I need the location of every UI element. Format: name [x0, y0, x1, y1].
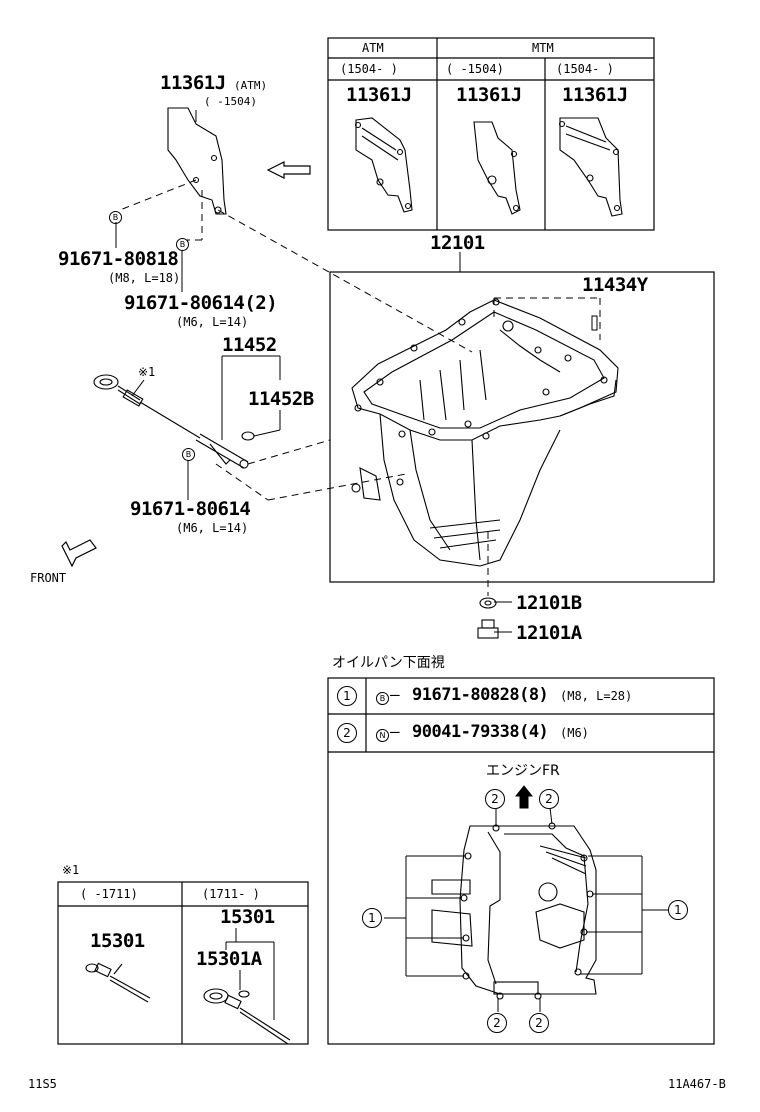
part-91671-80828[interactable]: 91671-80828(8) — [412, 685, 549, 705]
part-91671-80614-spec: (M6, L=14) — [176, 521, 249, 535]
part-11361j-note: (ATM) — [234, 79, 268, 92]
callout-1-left: 1 — [362, 908, 382, 928]
part-90041-79338[interactable]: 90041-79338(4) — [412, 722, 549, 742]
part-12101b[interactable]: 12101B — [516, 592, 582, 614]
part-91671-80614-2[interactable]: 91671-80614(2) — [124, 292, 278, 314]
bolt-b-mark-2: B — [176, 236, 189, 252]
table-col-mtm: MTM — [532, 41, 554, 55]
front-arrow-icon — [61, 539, 97, 568]
part-11361j[interactable]: 11361J — [160, 72, 226, 94]
part-11361j-mtm1[interactable]: 11361J — [456, 84, 522, 106]
front-label: FRONT — [30, 571, 67, 585]
bolt-b-mark-3: B — [182, 446, 195, 462]
part-15301-right[interactable]: 15301 — [220, 906, 275, 928]
oil-pan-12101-drawing — [351, 298, 619, 567]
callout-2-top-right: 2 — [539, 789, 559, 809]
callout-1-right: 1 — [668, 900, 688, 920]
row2-dash: — — [390, 722, 400, 741]
bottom-view-title: オイルパン下面視 — [332, 655, 445, 671]
bracket-mtm2-drawing — [558, 117, 623, 217]
callout-2-bottom-left: 2 — [487, 1013, 507, 1033]
part-91671-80614[interactable]: 91671-80614 — [130, 498, 251, 520]
bracket-atm-drawing — [354, 117, 413, 213]
reference-mark-1: ※1 — [138, 365, 156, 379]
atm-mtm-table — [327, 37, 655, 231]
part-11452[interactable]: 11452 — [222, 334, 277, 356]
footer-left-code: 11S5 — [28, 1077, 57, 1091]
dipstick-col-2: (1711- ) — [202, 887, 260, 901]
table-sub-atm: (1504- ) — [340, 62, 398, 76]
dipstick-15301-left-drawing — [85, 962, 151, 1003]
stud-11434y-drawing — [591, 315, 598, 331]
callout-row-1: 1 — [337, 686, 357, 706]
table-col-atm: ATM — [362, 41, 384, 55]
part-11452b[interactable]: 11452B — [248, 388, 314, 410]
bracket-11361j-drawing — [167, 107, 227, 215]
dipstick-table-leader-lines — [225, 928, 275, 1020]
table-sub-mtm2: (1504- ) — [556, 62, 614, 76]
leader-solid-lines — [115, 110, 601, 633]
callout-row-2: 2 — [337, 723, 357, 743]
callout-2-top-left: 2 — [485, 789, 505, 809]
part-15301-left[interactable]: 15301 — [90, 930, 145, 952]
part-91671-80614-2-spec: (M6, L=14) — [176, 315, 249, 329]
part-91671-80828-spec: (M8, L=28) — [560, 689, 633, 703]
row2-symbol: N — [376, 727, 389, 743]
engine-fr-label: エンジンFR — [486, 763, 560, 779]
oil-pan-bottom-view-drawing — [431, 822, 597, 1000]
dipstick-guide-11452-drawing — [93, 374, 255, 469]
oil-pan-box — [329, 271, 715, 583]
part-11361j-range: ( -1504) — [204, 95, 257, 108]
part-90041-79338-spec: (M6) — [560, 726, 589, 740]
part-15301a[interactable]: 15301A — [196, 948, 262, 970]
bolt-b-mark-1: B — [109, 209, 122, 225]
part-11361j-atm[interactable]: 11361J — [346, 84, 412, 106]
row1-dash: — — [390, 685, 400, 704]
part-12101[interactable]: 12101 — [430, 232, 485, 254]
part-91671-80818[interactable]: 91671-80818 — [58, 248, 179, 270]
dipstick-table — [57, 881, 309, 1045]
callout-2-bottom-right: 2 — [529, 1013, 549, 1033]
bottom-view-callout-lines — [384, 807, 668, 1012]
bracket-mtm1-drawing — [473, 121, 521, 215]
dipstick-15301-right-drawing — [203, 988, 291, 1045]
part-91671-80818-spec: (M8, L=18) — [108, 271, 181, 285]
row1-symbol: B — [376, 690, 389, 706]
leader-dashed-lines — [119, 179, 601, 596]
part-11361j-mtm2[interactable]: 11361J — [562, 84, 628, 106]
dipstick-reference-mark: ※1 — [62, 863, 80, 877]
plug-12101a-drawing — [477, 619, 499, 639]
table-sub-mtm1: ( -1504) — [446, 62, 504, 76]
part-12101a[interactable]: 12101A — [516, 622, 582, 644]
dipstick-col-1: ( -1711) — [80, 887, 138, 901]
part-11434y[interactable]: 11434Y — [582, 274, 648, 296]
arrow-up-icon — [514, 785, 534, 809]
arrow-left-icon — [266, 161, 311, 179]
bottom-view-table — [327, 677, 715, 1045]
gasket-12101b-drawing — [479, 597, 497, 609]
footer-right-code: 11A467-B — [668, 1077, 726, 1091]
